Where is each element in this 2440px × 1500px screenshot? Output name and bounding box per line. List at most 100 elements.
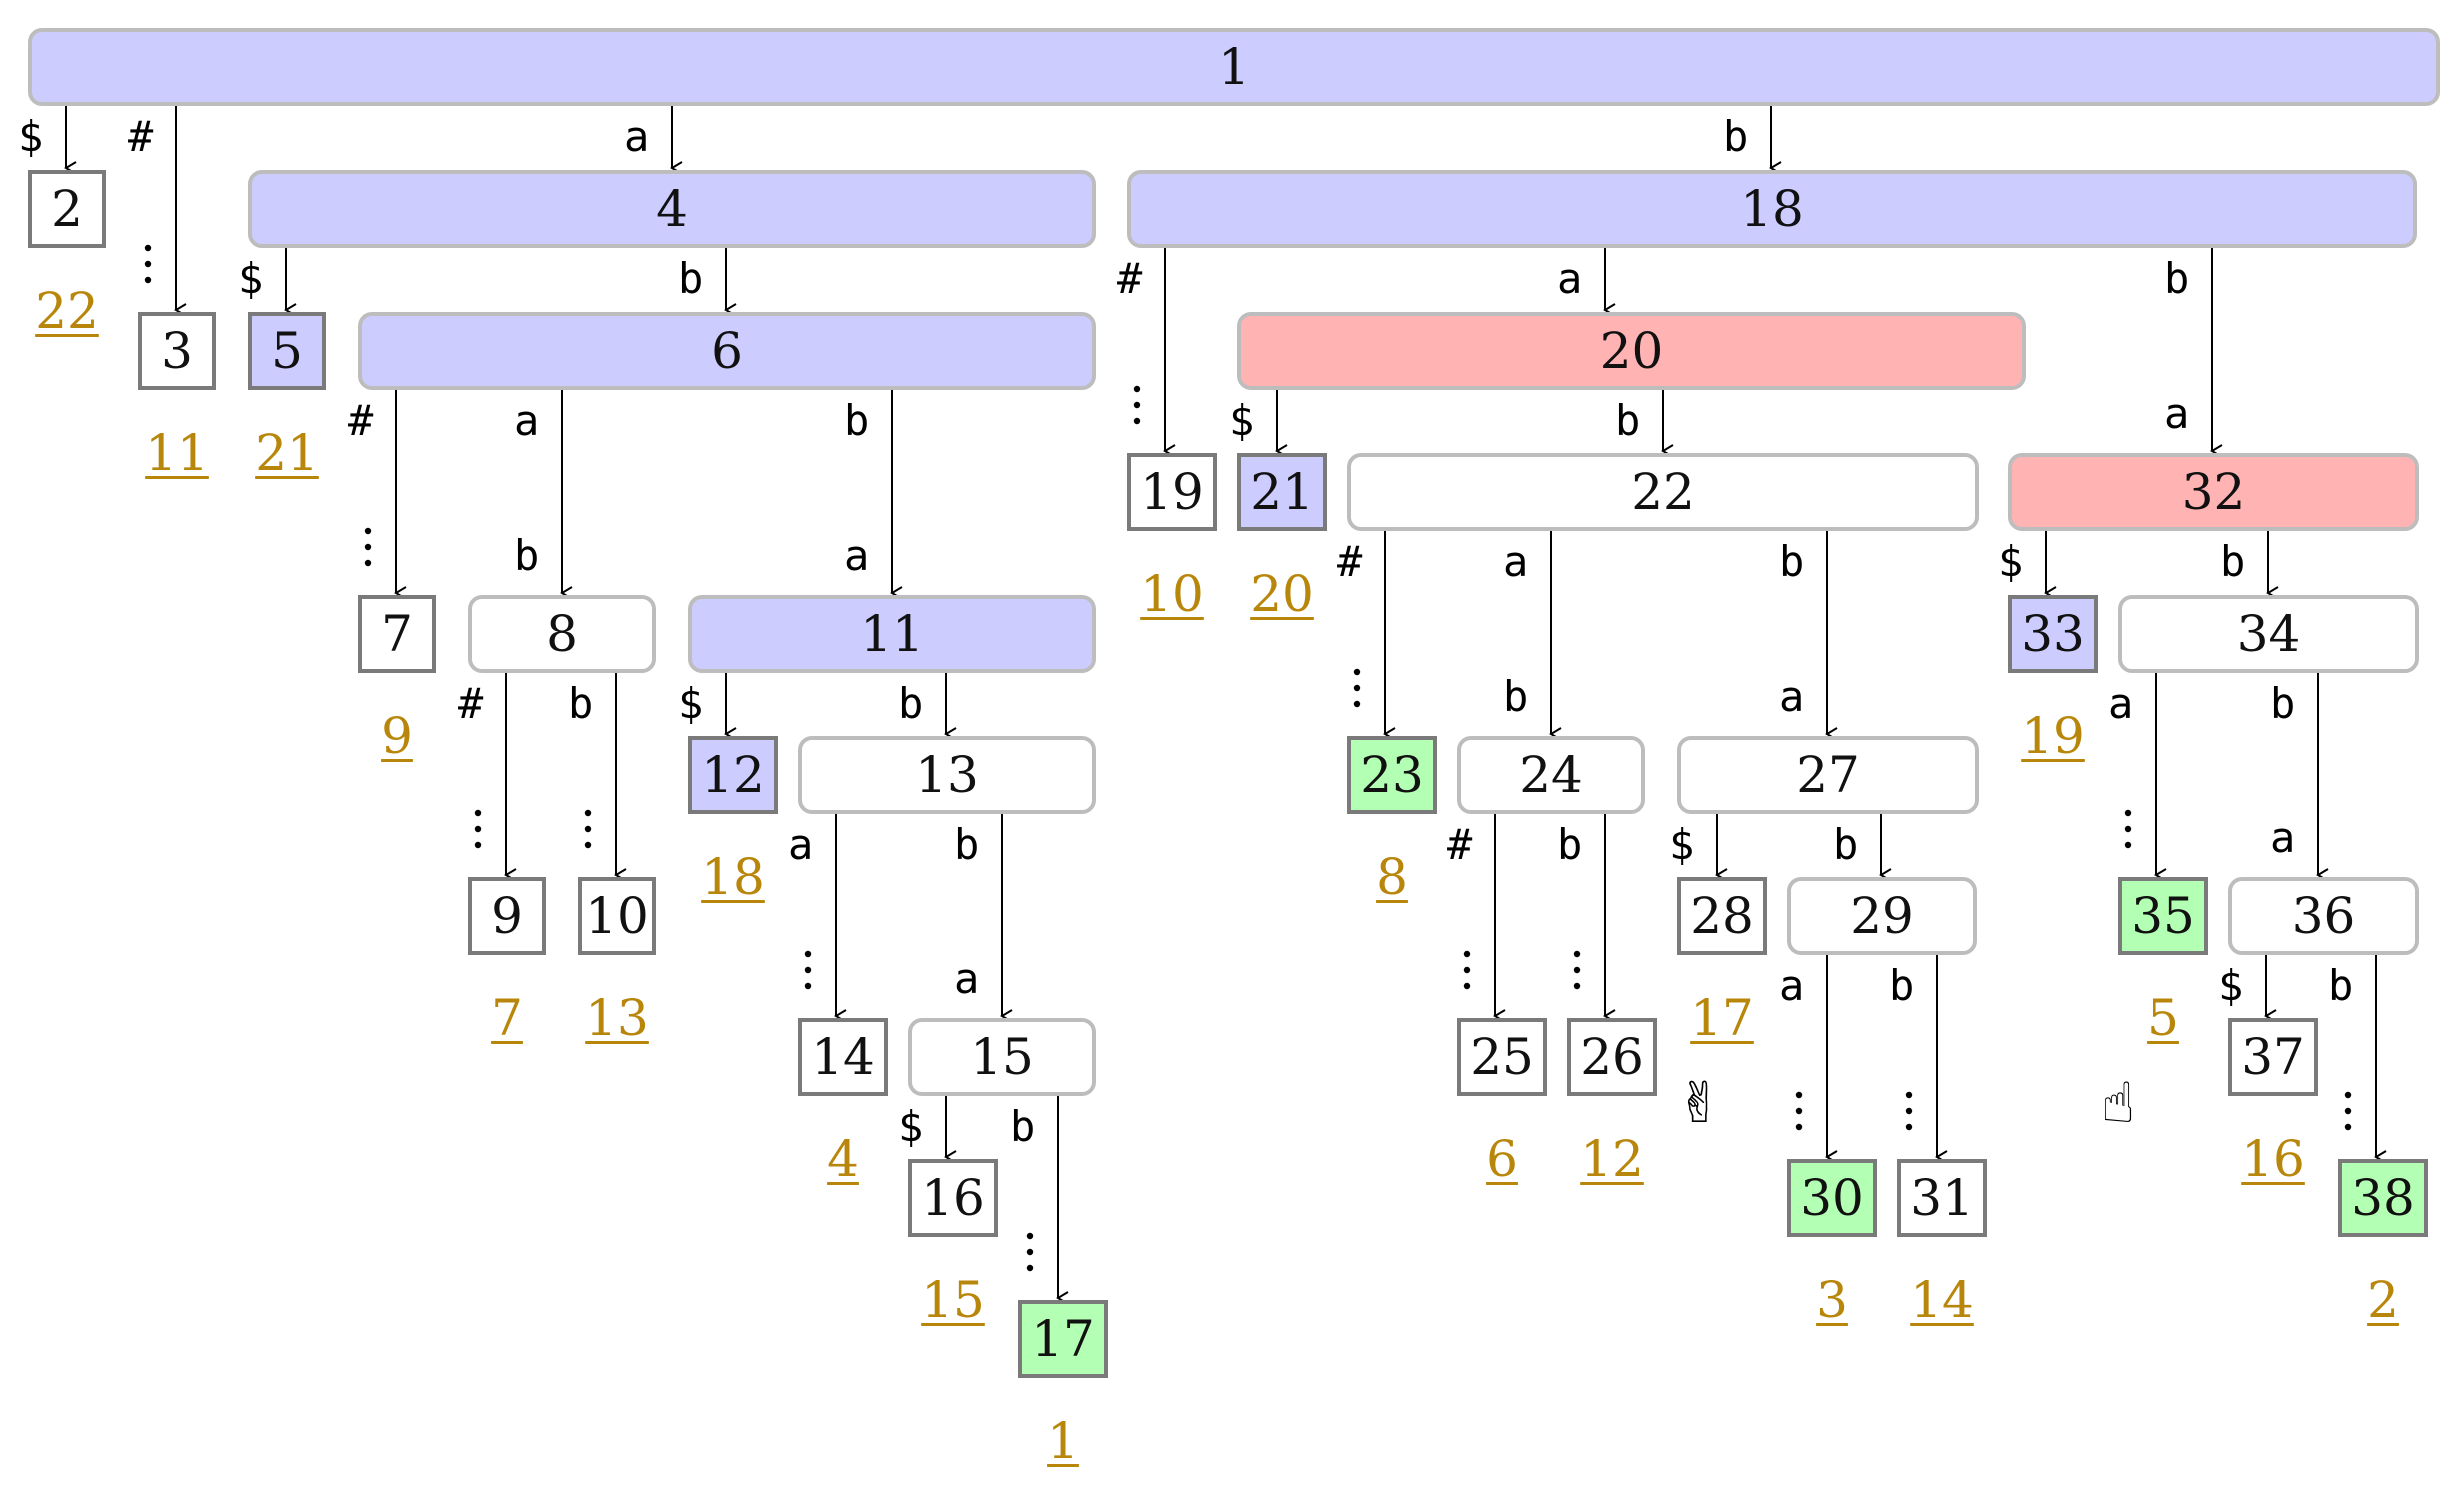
edge-label-36-37: $ (2218, 961, 2244, 1010)
edge-ellipsis-13-14 (804, 950, 812, 958)
tree-node-5: 5 (248, 312, 326, 390)
tree-node-23: 23 (1347, 736, 1437, 814)
edge-label-2-34-36: a (2270, 813, 2296, 862)
edge-label-36-38: b (2328, 961, 2354, 1010)
tree-node-19: 19 (1127, 453, 1217, 531)
suffix-index-9: 7 (491, 989, 523, 1047)
edge-ellipsis-18-19 (1133, 417, 1141, 425)
suffix-index-31: 14 (1910, 1271, 1974, 1329)
edge-label-24-25: # (1447, 820, 1473, 869)
edge-ellipsis-18-19 (1133, 401, 1141, 409)
edge-ellipsis-8-10 (584, 841, 592, 849)
edge-label-27-28: $ (1669, 820, 1695, 869)
edge-ellipsis-24-26 (1573, 966, 1581, 974)
edge-label-22-23: # (1337, 537, 1363, 586)
edge-label-11-12: $ (678, 679, 704, 728)
edge-label-2-18-32: a (2164, 389, 2190, 438)
edge-ellipsis-24-26 (1573, 950, 1581, 958)
tree-node-38: 38 (2338, 1159, 2428, 1237)
tree-node-1: 1 (28, 28, 2440, 106)
tree-node-35: 35 (2118, 877, 2208, 955)
edge-label-1-4: a (624, 112, 650, 161)
tree-node-15: 15 (908, 1018, 1096, 1096)
tree-node-29: 29 (1787, 877, 1977, 955)
edge-label-32-33: $ (1998, 537, 2024, 586)
edge-ellipsis-36-38 (2344, 1123, 2352, 1131)
edge-label-4-5: $ (238, 254, 264, 303)
tree-node-27: 27 (1677, 736, 1979, 814)
edge-ellipsis-8-10 (584, 825, 592, 833)
edge-label-29-30: a (1779, 961, 1805, 1010)
edge-label-2-22-24: b (1503, 672, 1529, 721)
edge-label-32-34: b (2220, 537, 2246, 586)
suffix-index-26: 12 (1580, 1130, 1644, 1188)
tree-node-28: 28 (1677, 877, 1767, 955)
edge-ellipsis-18-19 (1133, 385, 1141, 393)
edge-ellipsis-1-3 (144, 276, 152, 284)
suffix-index-35: 5 (2147, 989, 2179, 1047)
edge-label-20-21: $ (1229, 396, 1255, 445)
edge-label-22-27: b (1779, 537, 1805, 586)
suffix-index-5: 21 (255, 424, 319, 482)
tree-node-10: 10 (578, 877, 656, 955)
edge-label-15-16: $ (898, 1102, 924, 1151)
edge-ellipsis-8-10 (584, 809, 592, 817)
edge-label-8-9: # (458, 679, 484, 728)
edge-ellipsis-34-35 (2124, 809, 2132, 817)
suffix-index-17: 1 (1047, 1412, 1079, 1470)
edge-label-1-3: # (128, 112, 154, 161)
edge-label-27-29: b (1833, 820, 1859, 869)
suffix-index-28: 17 (1690, 989, 1754, 1047)
tree-node-9: 9 (468, 877, 546, 955)
edge-label-22-24: a (1503, 537, 1529, 586)
edge-ellipsis-15-17 (1026, 1248, 1034, 1256)
tree-node-8: 8 (468, 595, 656, 673)
suffix-index-30: 3 (1816, 1271, 1848, 1329)
tree-node-13: 13 (798, 736, 1096, 814)
edge-ellipsis-34-35 (2124, 825, 2132, 833)
edge-ellipsis-24-26 (1573, 982, 1581, 990)
tree-node-4: 4 (248, 170, 1096, 248)
edge-label-18-32: b (2164, 254, 2190, 303)
edge-label-18-20: a (1557, 254, 1583, 303)
tree-node-30: 30 (1787, 1159, 1877, 1237)
edge-label-34-35: a (2108, 679, 2134, 728)
edge-ellipsis-29-30 (1795, 1107, 1803, 1115)
edge-label-20-22: b (1615, 396, 1641, 445)
tree-node-12: 12 (688, 736, 778, 814)
tree-node-18: 18 (1127, 170, 2417, 248)
edge-label-2-13-15: a (954, 954, 980, 1003)
edge-label-2-6-11: a (844, 531, 870, 580)
edge-ellipsis-8-9 (474, 841, 482, 849)
edge-ellipsis-22-23 (1353, 700, 1361, 708)
edge-ellipsis-29-31 (1905, 1107, 1913, 1115)
edge-ellipsis-15-17 (1026, 1232, 1034, 1240)
edge-ellipsis-1-3 (144, 244, 152, 252)
suffix-index-21: 20 (1250, 565, 1314, 623)
edge-ellipsis-8-9 (474, 809, 482, 817)
edge-label-15-17: b (1010, 1102, 1036, 1151)
suffix-index-23: 8 (1376, 848, 1408, 906)
suffix-index-16: 15 (921, 1271, 985, 1329)
edge-ellipsis-36-38 (2344, 1091, 2352, 1099)
edge-label-1-2: $ (18, 112, 44, 161)
suffix-index-10: 13 (585, 989, 649, 1047)
suffix-index-12: 18 (701, 848, 765, 906)
tree-node-34: 34 (2118, 595, 2419, 673)
edge-ellipsis-6-7 (364, 559, 372, 567)
tree-node-32: 32 (2008, 453, 2419, 531)
tree-node-33: 33 (2008, 595, 2098, 673)
edge-label-29-31: b (1889, 961, 1915, 1010)
suffix-index-19: 10 (1140, 565, 1204, 623)
tree-node-31: 31 (1897, 1159, 1987, 1237)
tree-node-14: 14 (798, 1018, 888, 1096)
edge-ellipsis-6-7 (364, 543, 372, 551)
edge-ellipsis-8-9 (474, 825, 482, 833)
edge-ellipsis-24-25 (1463, 950, 1471, 958)
peace-hand-icon: ✌ (1676, 1071, 1723, 1136)
tree-node-36: 36 (2228, 877, 2419, 955)
edge-ellipsis-29-31 (1905, 1091, 1913, 1099)
edge-label-13-15: b (954, 820, 980, 869)
